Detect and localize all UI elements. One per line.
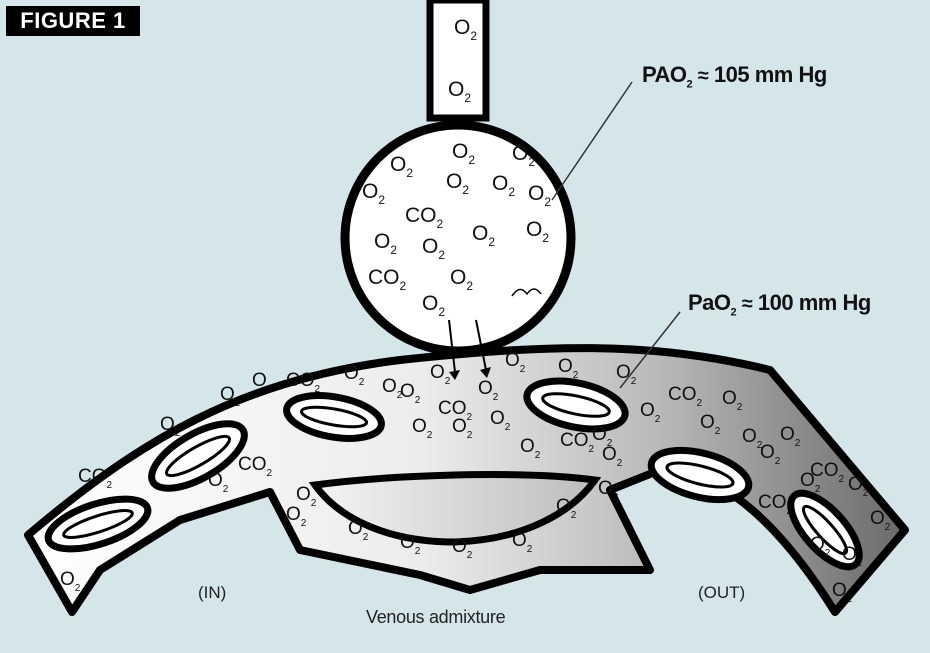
figure-label: FIGURE 1 <box>6 6 140 36</box>
arterial-symbol: PaO <box>688 290 731 315</box>
arterial-value: 100 mm Hg <box>758 290 871 315</box>
outflow-label: (OUT) <box>698 583 745 603</box>
venous-admixture-caption: Venous admixture <box>366 607 505 628</box>
alveolar-symbol: PAO <box>642 62 687 87</box>
alveolar-relation: ≈ <box>698 65 708 87</box>
arterial-pressure-callout: PaO2 ≈ 100 mm Hg <box>688 290 871 318</box>
alveolar-pressure-callout: PAO2 ≈ 105 mm Hg <box>642 62 827 90</box>
inflow-label: (IN) <box>198 583 226 603</box>
alveolar-subscript: 2 <box>687 78 693 90</box>
alveolar-value: 105 mm Hg <box>714 62 827 87</box>
arterial-subscript: 2 <box>731 306 737 318</box>
arterial-relation: ≈ <box>742 293 752 315</box>
